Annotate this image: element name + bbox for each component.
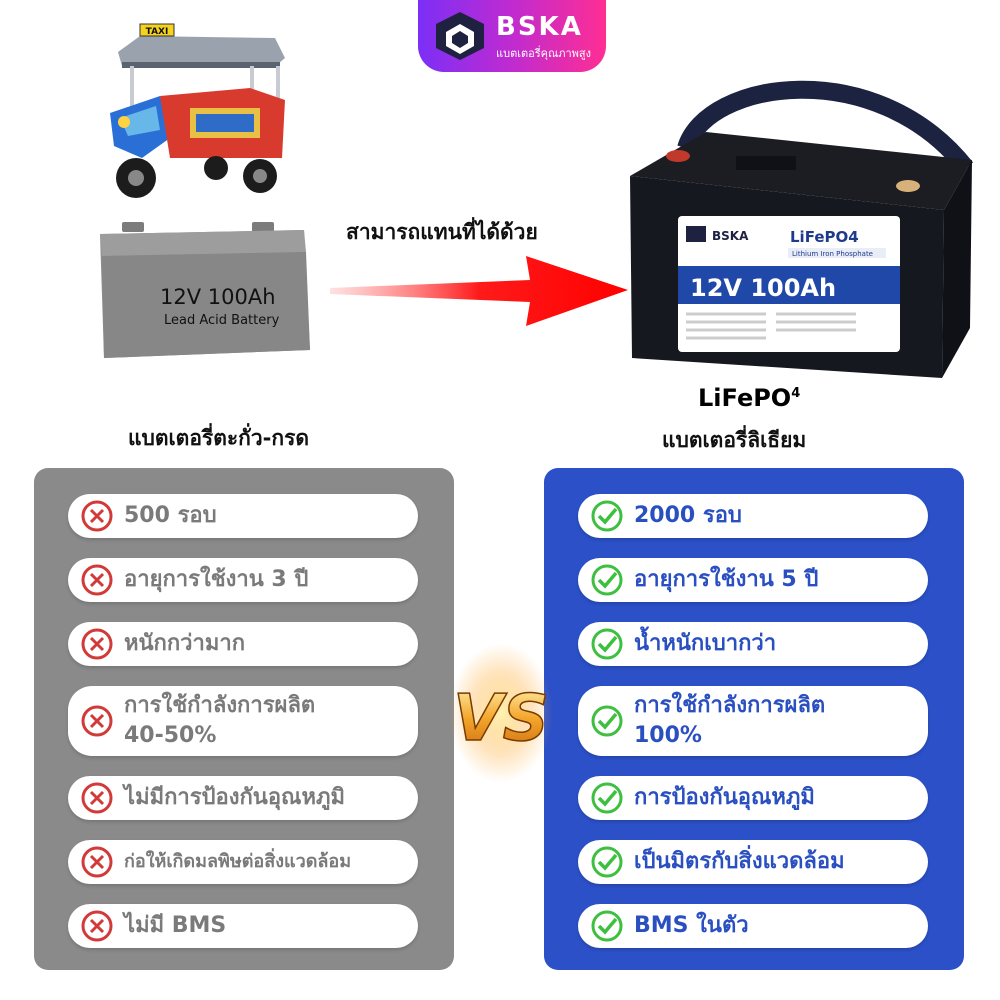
lithium-item-text: การใช้กำลังการผลิต 100% <box>634 691 825 751</box>
lithium-item: 2000 รอบ <box>578 494 928 538</box>
lead-item-text: อายุการใช้งาน 3 ปี <box>124 567 309 592</box>
check-circle-icon <box>591 910 623 942</box>
lead-item-text: ไม่มี BMS <box>124 913 227 938</box>
lifepo-label-chem: LiFePO4 <box>790 228 859 246</box>
cross-circle-icon <box>81 910 113 942</box>
red-arrow-icon <box>330 256 628 326</box>
lithium-item-line1: การใช้กำลังการผลิต <box>634 693 826 718</box>
lead-item: ไม่มีการป้องกันอุณหภูมิ <box>68 776 418 820</box>
lead-item: อายุการใช้งาน 3 ปี <box>68 558 418 602</box>
lithium-item-text: 2000 รอบ <box>634 503 742 528</box>
lead-item: ก่อให้เกิดมลพิษต่อสิ่งแวดล้อม <box>68 840 418 884</box>
lifepo-label-brand: BSKA <box>712 229 749 243</box>
lithium-item: การใช้กำลังการผลิต 100% <box>578 686 928 756</box>
check-circle-icon <box>591 500 623 532</box>
vs-text: VS <box>453 682 549 756</box>
check-circle-icon <box>591 846 623 878</box>
cross-circle-icon <box>81 782 113 814</box>
lithium-item: การป้องกันอุณหภูมิ <box>578 776 928 820</box>
lead-item-text: ก่อให้เกิดมลพิษต่อสิ่งแวดล้อม <box>124 851 352 872</box>
lifepo4-battery-image: BSKA LiFePO4 Lithium Iron Phosphate 12V … <box>630 80 974 378</box>
lithium-item: น้ำหนักเบากว่า <box>578 622 928 666</box>
lithium-item-text: การป้องกันอุณหภูมิ <box>634 785 815 810</box>
lithium-caption: แบตเตอรี่ลิเธียม <box>662 428 807 452</box>
tuk-tuk-image: TAXI <box>110 23 285 198</box>
check-circle-icon <box>591 628 623 660</box>
check-circle-icon <box>591 564 623 596</box>
lead-acid-battery-image: 12V 100Ah Lead Acid Battery <box>100 222 310 358</box>
vs-badge: VS <box>449 643 553 783</box>
brand-logo: BSKA แบตเตอรี่คุณภาพสูง <box>418 0 606 72</box>
lifepo-title-text: LiFePO <box>698 384 792 412</box>
taxi-sign-text: TAXI <box>146 27 169 37</box>
lithium-item: BMS ในตัว <box>578 904 928 948</box>
lifepo-label-chem-sub: Lithium Iron Phosphate <box>792 250 873 258</box>
check-circle-icon <box>591 705 623 737</box>
replace-text: สามารถแทนที่ได้ด้วย <box>346 220 538 244</box>
check-circle-icon <box>591 782 623 814</box>
lithium-item-line2: 100% <box>634 723 702 748</box>
cross-circle-icon <box>81 628 113 660</box>
lithium-item-text: BMS ในตัว <box>634 913 749 938</box>
lead-item-text: การใช้กำลังการผลิต 40-50% <box>124 691 315 751</box>
cross-circle-icon <box>81 705 113 737</box>
lead-item-text: ไม่มีการป้องกันอุณหภูมิ <box>124 785 345 810</box>
lead-acid-caption: แบตเตอรี่ตะกั่ว-กรด <box>128 426 309 450</box>
logo-brand-text: BSKA <box>496 12 583 42</box>
lead-item-line2: 40-50% <box>124 723 217 748</box>
lifepo-title-sup: 4 <box>791 386 801 401</box>
lifepo-title: LiFePO4 <box>698 384 800 412</box>
lithium-item: อายุการใช้งาน 5 ปี <box>578 558 928 602</box>
lithium-item: เป็นมิตรกับสิ่งแวดล้อม <box>578 840 928 884</box>
cube-logo-icon <box>436 12 484 60</box>
lead-item-line1: การใช้กำลังการผลิต <box>124 693 316 718</box>
lead-battery-sublabel: Lead Acid Battery <box>164 313 280 328</box>
lead-item-text: 500 รอบ <box>124 503 217 528</box>
lithium-panel: 2000 รอบ อายุการใช้งาน 5 ปี น้ำหนักเบากว… <box>544 468 964 970</box>
logo-tagline: แบตเตอรี่คุณภาพสูง <box>496 47 591 60</box>
lead-battery-label: 12V 100Ah <box>160 285 276 309</box>
lead-item: ไม่มี BMS <box>68 904 418 948</box>
lead-item: 500 รอบ <box>68 494 418 538</box>
lithium-item-text: อายุการใช้งาน 5 ปี <box>634 567 819 592</box>
lead-item: หนักกว่ามาก <box>68 622 418 666</box>
lifepo-label-spec: 12V 100Ah <box>690 274 836 302</box>
cross-circle-icon <box>81 846 113 878</box>
lead-acid-panel: 500 รอบ อายุการใช้งาน 3 ปี หนักกว่ามาก ก… <box>34 468 454 970</box>
lead-item: การใช้กำลังการผลิต 40-50% <box>68 686 418 756</box>
cross-circle-icon <box>81 500 113 532</box>
lithium-item-text: น้ำหนักเบากว่า <box>634 631 777 656</box>
cross-circle-icon <box>81 564 113 596</box>
lithium-item-text: เป็นมิตรกับสิ่งแวดล้อม <box>634 849 845 874</box>
lead-item-text: หนักกว่ามาก <box>124 631 246 656</box>
